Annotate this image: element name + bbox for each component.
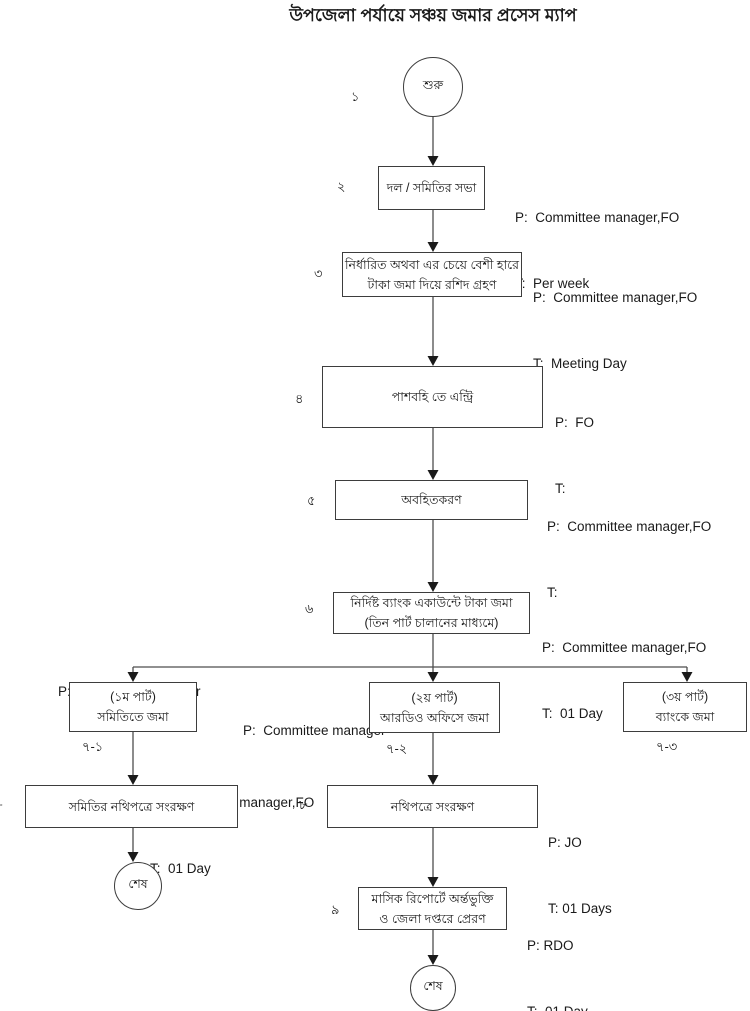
- process-label: ব্যাংকে জমা: [655, 710, 715, 724]
- annotation-time: T: 01 Day: [542, 706, 603, 721]
- process-label: নথিপত্রে সংরক্ষণ: [390, 799, 475, 814]
- annotation-part1: P: Committee manager,FO T: 01 Day: [150, 748, 314, 924]
- process-box-bankdeposit: নির্দিষ্ট ব্যাংক একাউন্টে টাকা জমা (তিন …: [333, 592, 530, 634]
- process-label: আরডিও অফিসে জমা: [380, 710, 489, 725]
- start-label: শুরু: [422, 78, 444, 92]
- annotation-time: T: 01 Day: [527, 1001, 588, 1011]
- process-label: দল / সমিতির সভা: [386, 181, 477, 195]
- annotation-time: T: Meeting Day: [533, 356, 627, 371]
- start-terminal: শুরু: [403, 57, 463, 117]
- annotation-person: P: Committee manager,FO: [542, 640, 707, 655]
- annotation-time: T:: [555, 481, 566, 496]
- process-box-receipt: নির্ধারিত অথবা এর চেয়ে বেশী হারে টাকা জ…: [342, 252, 522, 297]
- process-box-meeting: দল / সমিতির সভা: [378, 166, 485, 210]
- step-number-7-3: ৭-৩: [656, 739, 678, 754]
- process-box-part2: (২য় পার্ট) আরডিও অফিসে জমা: [369, 682, 500, 733]
- annotation-time: T: 01 Days: [548, 901, 612, 916]
- process-box-part1: (১ম পার্ট) সমিতিতে জমা: [69, 682, 197, 732]
- annotation-person: P: Committee manager,FO: [533, 290, 698, 305]
- process-label: নির্ধারিত অথবা এর চেয়ে বেশী হারে: [344, 257, 520, 272]
- process-label: পাশবহি তে এন্ট্রি: [391, 390, 474, 404]
- process-label: (১ম পার্ট): [110, 690, 156, 704]
- end-terminal-left: শেষ: [114, 862, 162, 910]
- end-terminal-bottom: শেষ: [410, 965, 456, 1011]
- process-label: (৩য় পার্ট): [661, 690, 709, 704]
- step-number-4: ৪: [295, 391, 304, 406]
- annotation-time: T:: [547, 585, 558, 600]
- step-number-5: ৫: [307, 493, 316, 508]
- annotation-person: P: Committee manager,FO: [515, 210, 680, 225]
- step-number-9: ৯: [331, 902, 340, 917]
- annotation-bankdeposit: P: Committee manager,FO T: 01 Day: [542, 593, 706, 769]
- step-number-2: ২: [337, 179, 346, 194]
- process-label: সমিতির নথিপত্রে সংরক্ষণ: [68, 799, 195, 814]
- process-label: মাসিক রিপোর্টে অর্ন্তভুক্তি: [371, 891, 494, 906]
- annotation-report: P: RDO T: 01 Day: [527, 891, 588, 1011]
- process-label: টাকা জমা দিয়ে রশিদ গ্রহণ: [367, 277, 497, 292]
- process-box-records: নথিপত্রে সংরক্ষণ: [327, 785, 538, 828]
- step-number-8-left: ৮: [0, 797, 2, 818]
- process-label: (২য় পার্ট): [411, 690, 458, 705]
- page-title: উপজেলা পর্যায়ে সঞ্চয় জমার প্রসেস ম্যাপ: [289, 5, 577, 25]
- end-label: শেষ: [423, 979, 443, 993]
- process-label: নির্দিষ্ট ব্যাংক একাউন্টে টাকা জমা: [350, 596, 513, 610]
- end-label: শেষ: [128, 877, 148, 891]
- annotation-time: T: 01 Day: [150, 861, 211, 876]
- annotation-inform: P: Committee manager,FO T:: [547, 472, 711, 648]
- process-box-inform: অবহিতকরণ: [335, 480, 528, 520]
- annotation-receipt: P: Committee manager,FO T: Meeting Day: [533, 243, 697, 419]
- step-number-6: ৬: [305, 601, 314, 616]
- process-box-passbook: পাশবহি তে এন্ট্রি: [322, 366, 543, 428]
- process-label: (তিন পার্ট চালানের মাধ্যমে): [364, 616, 499, 630]
- annotation-person: P: Committee manager: [243, 723, 386, 738]
- annotation-records: P: JO T: 01 Days: [548, 788, 612, 964]
- process-box-part3: (৩য় পার্ট) ব্যাংকে জমা: [623, 682, 747, 732]
- annotation-branch-mid: P: Committee manager: [243, 676, 386, 786]
- process-box-report: মাসিক রিপোর্টে অর্ন্তভুক্তি ও জেলা দপ্তর…: [358, 887, 507, 930]
- annotation-person: P: Committee manager,FO: [547, 519, 712, 534]
- step-number-3: ৩: [314, 266, 323, 281]
- arrowhead-icons: [127, 156, 693, 965]
- process-box-society-records: সমিতির নথিপত্রে সংরক্ষণ: [25, 785, 238, 828]
- step-number-7-1: ৭-১: [82, 739, 104, 754]
- step-number-7-2: ৭-২: [386, 741, 408, 756]
- process-label: ও জেলা দপ্তরে প্রেরণ: [379, 911, 486, 926]
- step-number-8: ৮: [299, 797, 308, 812]
- annotation-person: P: FO: [555, 415, 595, 430]
- annotation-passbook: P: FO T:: [555, 368, 594, 544]
- annotation-person: P: RDO: [527, 938, 574, 953]
- step-number-1: ১: [351, 89, 360, 104]
- annotation-person: P: JO: [548, 835, 582, 850]
- process-label: সমিতিতে জমা: [97, 710, 169, 724]
- annotation-meeting: P: Committee manager,FO T: Per week: [515, 163, 679, 339]
- process-label: অবহিতকরণ: [401, 493, 462, 507]
